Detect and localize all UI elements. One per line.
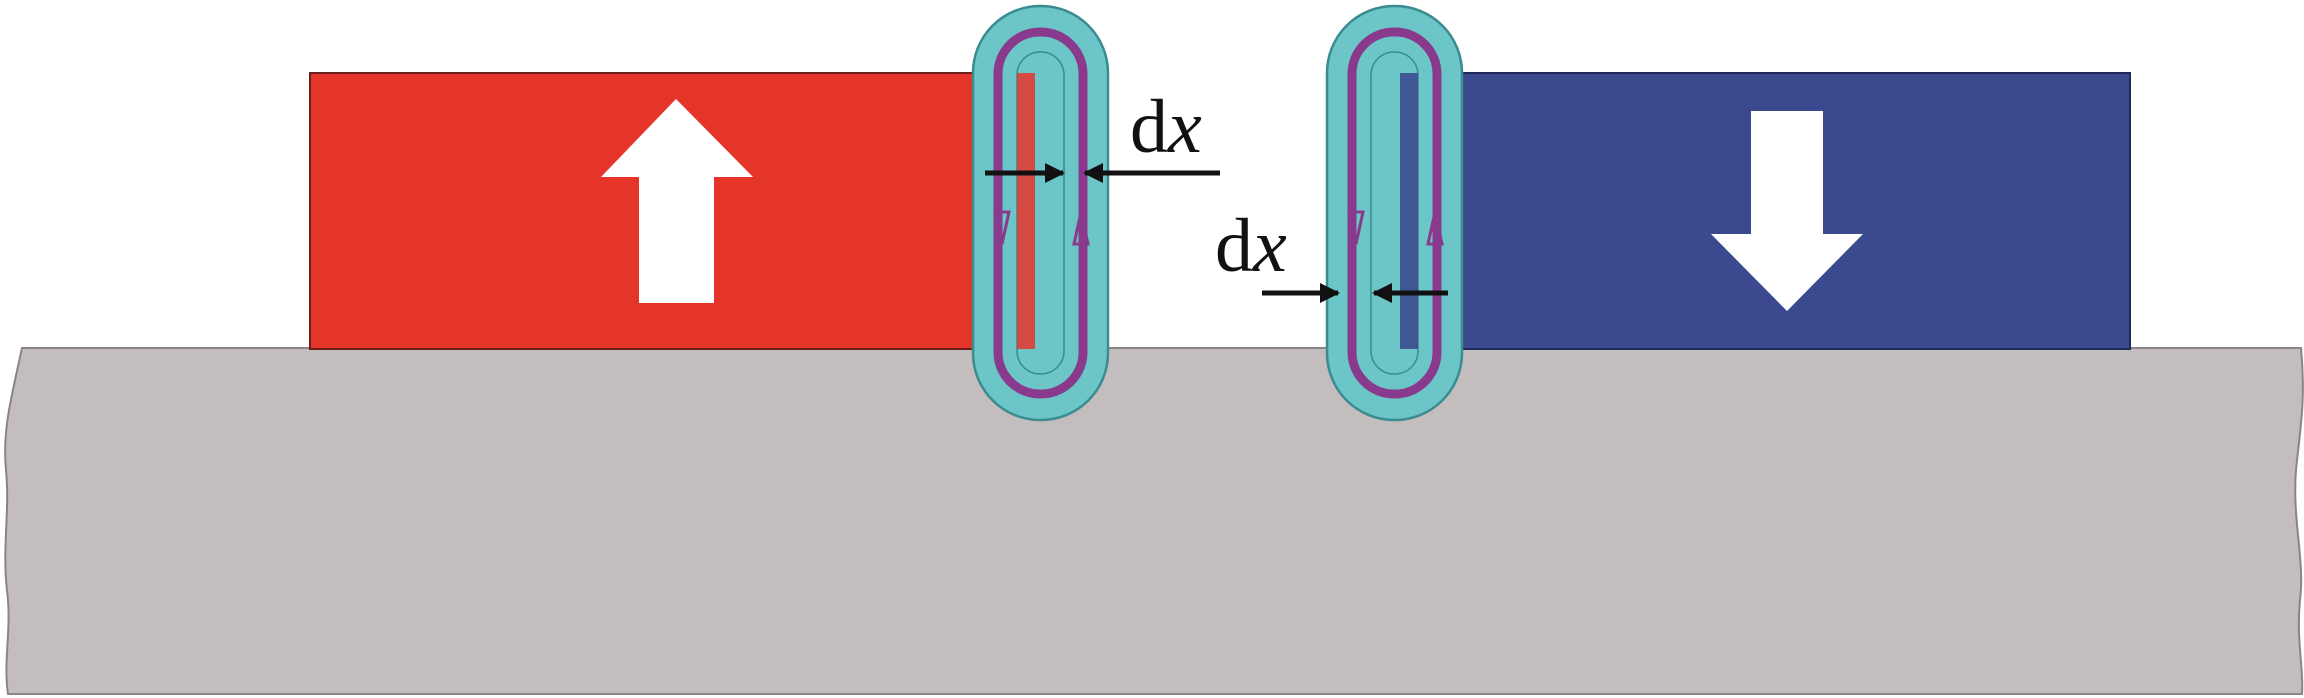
- coil-right-magnet-slot: [1400, 73, 1418, 349]
- dx-label-right-x: x: [1252, 204, 1287, 288]
- substrate-base: [4, 347, 2304, 695]
- dx-label-left-d: d: [1130, 85, 1168, 169]
- current-arrow-up-icon: [1426, 211, 1444, 246]
- coil-right: [1325, 4, 1464, 422]
- coil-left-magnet-slot: [1017, 73, 1035, 349]
- dx-label-right-d: d: [1215, 204, 1253, 288]
- current-arrow-down-icon: [1347, 210, 1365, 245]
- dx-label-right: dx: [1215, 204, 1287, 288]
- dx-label-left-x: x: [1167, 85, 1202, 169]
- current-arrow-up-icon: [1072, 211, 1090, 246]
- up-arrow-icon: [601, 99, 753, 303]
- dx-label-left: dx: [1130, 85, 1202, 169]
- down-arrow-icon: [1711, 111, 1863, 311]
- coil-left: [971, 4, 1110, 422]
- current-arrow-down-icon: [993, 210, 1011, 245]
